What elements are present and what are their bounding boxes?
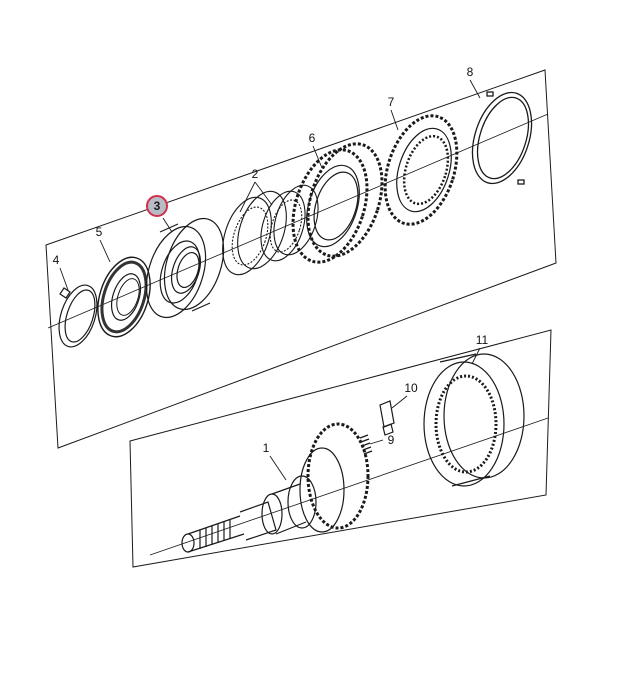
leader-lines xyxy=(59,79,481,481)
part-1-shaft xyxy=(181,422,370,553)
part-8-ring xyxy=(471,91,533,185)
part-9-spring xyxy=(359,434,373,455)
part-3-bearing xyxy=(145,217,225,319)
callout-1: 1 xyxy=(263,441,270,455)
callout-3[interactable]: 3 xyxy=(154,199,161,213)
callout-2: 2 xyxy=(252,167,259,181)
part-10-plunger xyxy=(379,400,395,436)
upper-group-frame xyxy=(45,69,557,449)
callout-10: 10 xyxy=(404,381,418,395)
part-11-sleeve xyxy=(423,353,525,487)
callout-3-highlight[interactable] xyxy=(146,195,168,217)
callout-5: 5 xyxy=(96,225,103,239)
lower-group-frame xyxy=(129,329,552,568)
callout-11: 11 xyxy=(476,333,489,347)
upper-centerline xyxy=(47,113,549,329)
lower-centerline xyxy=(149,417,549,556)
callout-4: 4 xyxy=(53,253,60,267)
part-6-gear xyxy=(291,142,384,264)
callout-6: 6 xyxy=(309,131,316,145)
callout-8: 8 xyxy=(467,65,474,79)
part-5-seal xyxy=(97,256,151,338)
callout-7: 7 xyxy=(388,95,395,109)
callout-9: 9 xyxy=(388,433,395,447)
part-4-snap-ring xyxy=(58,284,98,348)
part-7-synchro-ring xyxy=(383,114,459,226)
part-2-needle-bearings xyxy=(222,184,319,276)
